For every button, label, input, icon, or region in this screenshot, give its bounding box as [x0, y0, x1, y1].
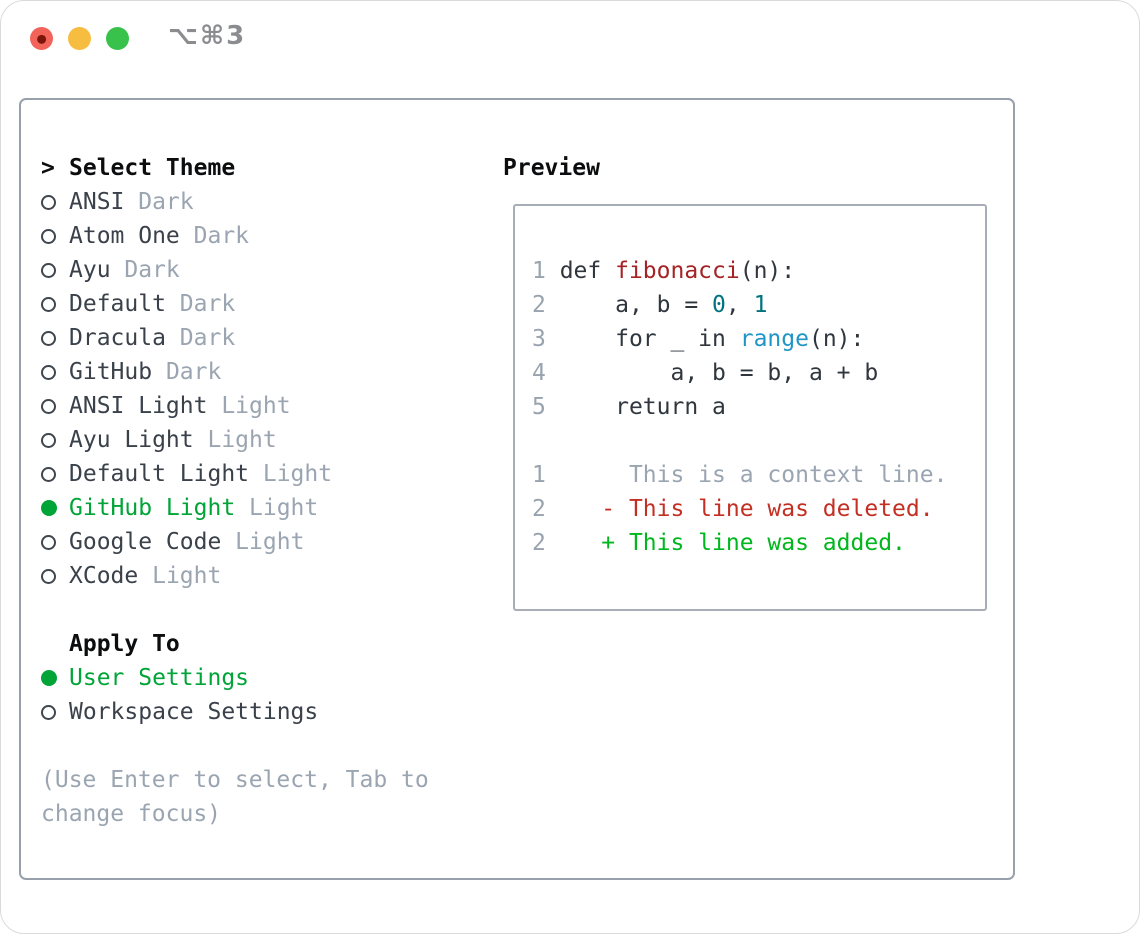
code-line-1: 1 def fibonacci(n):	[532, 258, 796, 284]
radio-circle-icon	[41, 330, 56, 346]
theme-option-label: GitHub	[69, 359, 153, 385]
theme-variant-label: Dark	[110, 257, 180, 283]
preview-pane: 1 def fibonacci(n): 2 a, b = 0, 1 3 for _ …	[513, 204, 987, 611]
apply-option-label: Workspace Settings	[69, 699, 319, 725]
zoom-button[interactable]	[106, 27, 129, 50]
theme-option-default-light[interactable]: Default Light Light	[41, 457, 429, 491]
preview-title: Preview	[503, 155, 600, 181]
traffic-lights	[30, 27, 129, 50]
theme-option-label: Atom One	[69, 223, 180, 249]
theme-variant-label: Light	[193, 427, 277, 453]
theme-option-ansi-light[interactable]: ANSI Light Light	[41, 389, 429, 423]
close-button-dot-icon	[36, 34, 46, 44]
radio-circle-icon	[41, 296, 56, 312]
theme-variant-label: Dark	[124, 189, 194, 215]
theme-option-github[interactable]: GitHub Dark	[41, 355, 429, 389]
radio-circle-icon	[41, 398, 56, 414]
theme-option-label: ANSI	[69, 189, 125, 215]
theme-option-label: GitHub Light	[69, 495, 236, 521]
close-button[interactable]	[30, 27, 53, 50]
titlebar: ⌥⌘3	[1, 1, 1139, 76]
radio-circle-icon	[41, 262, 56, 278]
radio-circle-icon	[41, 704, 56, 720]
radio-circle-icon	[41, 364, 56, 380]
window-title: ⌥⌘3	[168, 21, 247, 51]
theme-option-atom-one[interactable]: Atom One Dark	[41, 219, 429, 253]
theme-option-dracula[interactable]: Dracula Dark	[41, 321, 429, 355]
theme-option-label: ANSI Light	[69, 393, 208, 419]
theme-option-default[interactable]: Default Dark	[41, 287, 429, 321]
radio-circle-icon	[41, 194, 56, 210]
theme-variant-label: Light	[221, 529, 305, 555]
apply-to-header: Apply To	[41, 627, 429, 661]
apply-option-label: User Settings	[69, 665, 250, 691]
theme-option-ansi[interactable]: ANSI Dark	[41, 185, 429, 219]
theme-variant-label: Light	[249, 461, 333, 487]
code-line-5: 5 return a	[532, 394, 726, 420]
diff-added-line: 2 + This line was added.	[532, 530, 906, 556]
diff-deleted-line: 2 - This line was deleted.	[532, 496, 934, 522]
preview-code: 1 def fibonacci(n): 2 a, b = 0, 1 3 for _ …	[515, 206, 985, 560]
radio-circle-icon	[41, 228, 56, 244]
theme-list-title: Select Theme	[69, 155, 236, 181]
theme-option-ayu[interactable]: Ayu Dark	[41, 253, 429, 287]
theme-option-label: Google Code	[69, 529, 222, 555]
theme-option-label: XCode	[69, 563, 139, 589]
theme-option-github-light[interactable]: GitHub Light Light	[41, 491, 429, 525]
theme-variant-label: Light	[138, 563, 222, 589]
theme-variant-label: Dark	[165, 291, 236, 317]
hint-text: (Use Enter to select, Tab to	[41, 767, 429, 793]
radio-dot-icon	[41, 670, 57, 686]
radio-dot-icon	[41, 500, 57, 516]
theme-variant-label: Light	[235, 495, 319, 521]
radio-circle-icon	[41, 568, 56, 584]
spacer-row	[41, 729, 429, 763]
theme-variant-label: Light	[207, 393, 291, 419]
radio-circle-icon	[41, 466, 56, 482]
theme-option-label: Default Light	[69, 461, 250, 487]
blank-line	[532, 424, 985, 458]
radio-circle-icon	[41, 432, 56, 448]
hint-text: change focus)	[41, 801, 222, 827]
hint-line: change focus)	[41, 797, 429, 831]
radio-circle-icon	[41, 534, 56, 550]
theme-option-ayu-light[interactable]: Ayu Light Light	[41, 423, 429, 457]
theme-variant-label: Dark	[179, 223, 250, 249]
theme-variant-label: Dark	[165, 325, 236, 351]
theme-option-google-code[interactable]: Google Code Light	[41, 525, 429, 559]
theme-option-label: Dracula	[69, 325, 166, 351]
code-line-2: 2 a, b = 0, 1	[532, 292, 768, 318]
code-line-3: 3 for _ in range(n):	[532, 326, 865, 352]
spacer-row	[41, 593, 429, 627]
minimize-button[interactable]	[68, 27, 91, 50]
theme-list-header: > Select Theme	[41, 151, 429, 185]
diff-context-line: 1 This is a context line.	[532, 462, 948, 488]
theme-variant-label: Dark	[152, 359, 222, 385]
apply-to-title: Apply To	[69, 631, 180, 657]
theme-option-label: Ayu Light	[69, 427, 194, 453]
theme-option-xcode[interactable]: XCode Light	[41, 559, 429, 593]
hint-line: (Use Enter to select, Tab to	[41, 763, 429, 797]
apply-option-workspace-settings[interactable]: Workspace Settings	[41, 695, 429, 729]
prompt-icon: >	[41, 155, 55, 181]
code-line-4: 4 a, b = b, a + b	[532, 360, 879, 386]
theme-option-label: Default	[69, 291, 166, 317]
apply-option-user-settings[interactable]: User Settings	[41, 661, 429, 695]
theme-option-label: Ayu	[69, 257, 111, 283]
